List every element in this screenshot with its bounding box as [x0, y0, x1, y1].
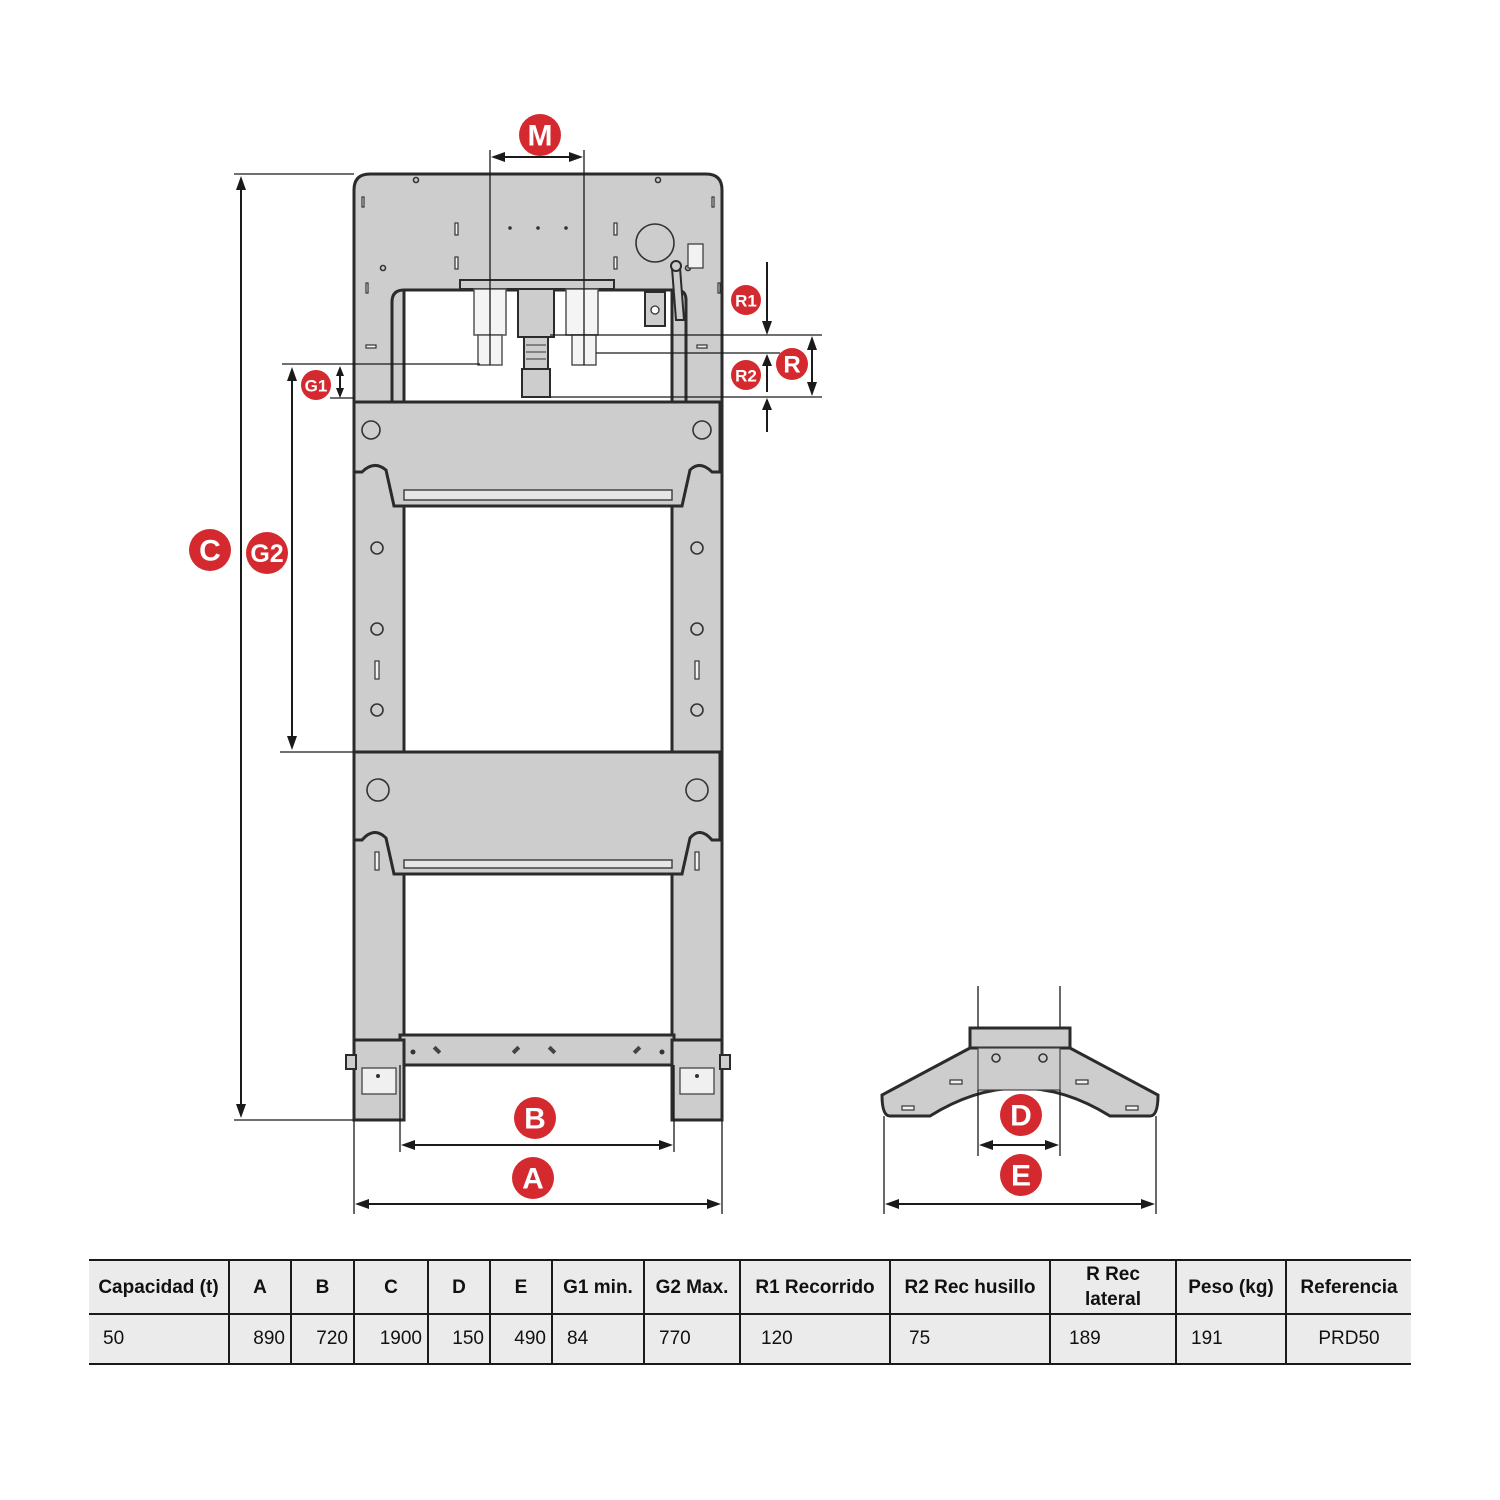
table-cell: 720 [290, 1314, 355, 1365]
dimension-lines-side [883, 1090, 1157, 1214]
table-header: R2 Rec husillo [889, 1259, 1051, 1315]
table-cell: 890 [228, 1314, 292, 1365]
valve-box [687, 243, 704, 269]
table-header: A [228, 1259, 292, 1315]
foot-side-view [880, 986, 1160, 1118]
table-cell: 50 [89, 1314, 230, 1365]
badge-m: M [519, 114, 561, 156]
pressure-gauge-icon [635, 223, 675, 263]
table-cell: 770 [643, 1314, 741, 1365]
table-header: D [427, 1259, 491, 1315]
badge-r1-label: R1 [735, 292, 757, 311]
badge-r2-label: R2 [735, 367, 757, 386]
table-cell: PRD50 [1285, 1314, 1411, 1365]
badge-c: C [189, 529, 231, 571]
bottom-crossbar [398, 1033, 676, 1067]
badge-d-label: D [1010, 1100, 1032, 1133]
table-cell: 490 [489, 1314, 553, 1365]
badge-g1-label: G1 [305, 377, 328, 396]
table-header: R Rec lateral [1049, 1259, 1177, 1315]
table-header: R1 Recorrido [739, 1259, 891, 1315]
badge-g2-label: G2 [250, 540, 283, 568]
table-row: 50 890 720 1900 150 490 84 770 120 75 18… [89, 1314, 1411, 1365]
piston-rod [523, 336, 549, 370]
badge-b: B [514, 1097, 556, 1139]
table-header: C [353, 1259, 429, 1315]
press-front-view [345, 172, 731, 1122]
table-cell: 191 [1175, 1314, 1287, 1365]
table-cell: 1900 [353, 1314, 429, 1365]
badge-g2: G2 [246, 532, 288, 574]
badge-b-label: B [524, 1103, 546, 1136]
dimension-lines-front [234, 150, 822, 1214]
press-dimension-drawing: M R1 R R2 G1 C G2 B [189, 114, 1160, 1214]
table-cell: 75 [889, 1314, 1051, 1365]
table-cell: 84 [551, 1314, 645, 1365]
table-header: Referencia [1285, 1259, 1411, 1315]
badge-r-label: R [783, 352, 800, 379]
badge-e: E [1000, 1154, 1042, 1196]
badge-a-label: A [522, 1163, 544, 1196]
table-header: B [290, 1259, 355, 1315]
badge-r1: R1 [731, 285, 761, 315]
piston-head [521, 368, 551, 398]
table-cell: 150 [427, 1314, 491, 1365]
table-cell: 120 [739, 1314, 891, 1365]
badge-g1: G1 [301, 370, 331, 400]
table-header: Capacidad (t) [89, 1259, 230, 1315]
badge-a: A [512, 1157, 554, 1199]
badge-r: R [776, 348, 808, 380]
piston-body [517, 288, 555, 338]
badge-r2: R2 [731, 360, 761, 390]
table-header: G2 Max. [643, 1259, 741, 1315]
badge-d: D [1000, 1094, 1042, 1136]
badge-m-label: M [528, 120, 553, 153]
press-feet [345, 1038, 731, 1122]
table-header: Peso (kg) [1175, 1259, 1287, 1315]
upright-holes [370, 541, 704, 871]
badge-e-label: E [1011, 1160, 1031, 1193]
lower-bolster [352, 750, 722, 876]
table-header-row: Capacidad (t) A B C D E G1 min. G2 Max. … [89, 1259, 1411, 1315]
table-header: E [489, 1259, 553, 1315]
table-cell: 189 [1049, 1314, 1177, 1365]
badge-c-label: C [199, 535, 221, 568]
head-details [361, 176, 721, 349]
table-header: G1 min. [551, 1259, 645, 1315]
dimension-badges: M R1 R R2 G1 C G2 B [189, 114, 1042, 1199]
upper-bolster [352, 400, 722, 508]
spec-table: Capacidad (t) A B C D E G1 min. G2 Max. … [89, 1259, 1411, 1365]
